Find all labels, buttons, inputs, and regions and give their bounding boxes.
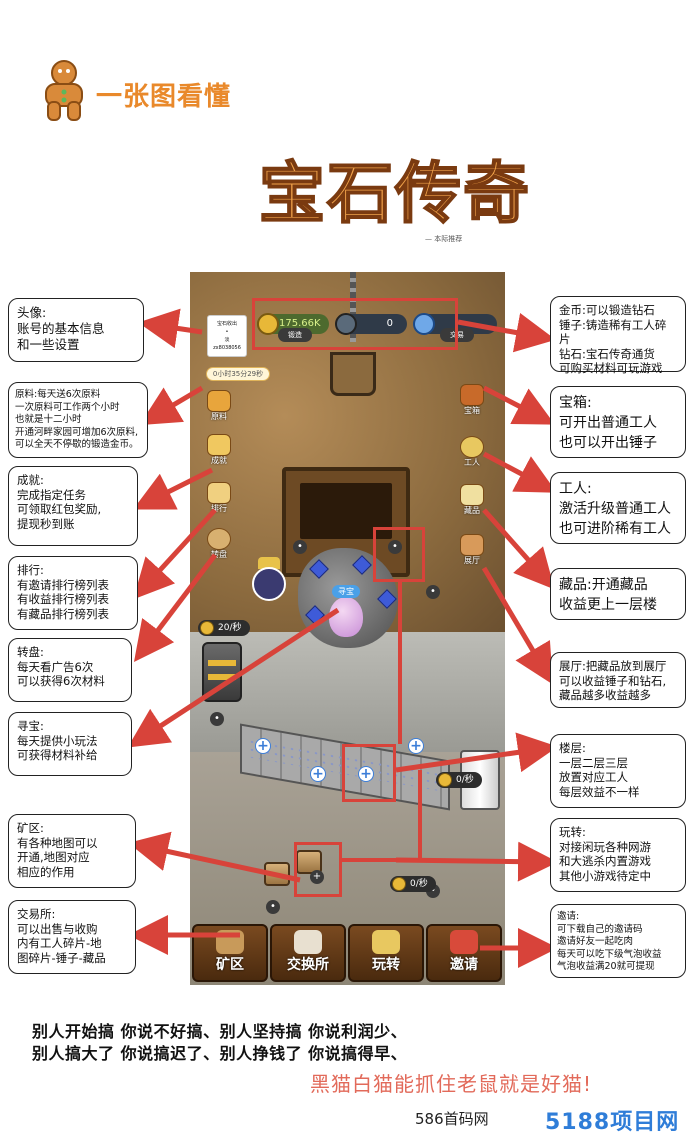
footer-line-1: 别人开始搞 你说不好搞、别人坚持搞 你说利润少、 <box>32 1022 408 1041</box>
note-treasure: 寻宝: 每天提供小玩法 可获得材料补给 <box>8 712 132 776</box>
note-achievement: 成就: 完成指定任务 可领取红包奖励, 提现秒到账 <box>8 466 138 546</box>
hammer-counter[interactable]: 0 <box>335 313 407 335</box>
coin-icon <box>438 773 452 787</box>
ranking-button[interactable]: 排行 <box>204 482 234 518</box>
add-slot-icon[interactable]: + <box>310 870 324 884</box>
hall-icon <box>460 534 484 556</box>
invite-icon <box>450 930 478 954</box>
note-floor: 楼层: 一层二层三层 放置对应工人 每层效益不一样 <box>550 734 686 808</box>
gold-value: 175.66K <box>279 318 321 329</box>
add-worker-plus-icon[interactable]: + <box>358 766 374 782</box>
slot-icon[interactable]: • <box>293 540 307 554</box>
nav-exchange-button[interactable]: 交换所 <box>270 924 346 982</box>
slogan: 黑猫白猫能抓住老鼠就是好猫! <box>310 1072 593 1096</box>
add-worker-plus-icon[interactable]: + <box>310 766 326 782</box>
income-rate-mid: 0/秒 <box>436 772 482 788</box>
worker-button[interactable]: 工人 <box>457 436 487 472</box>
note-play: 玩转: 对接闲玩各种网游 和大逃杀内置游戏 其他小游戏待定中 <box>550 818 686 892</box>
worker-hat <box>258 557 280 569</box>
nav-invite-button[interactable]: 邀请 <box>426 924 502 982</box>
note-avatar: 头像: 账号的基本信息 和一些设置 <box>8 298 144 362</box>
watermark-586: 586首码网 <box>415 1110 489 1128</box>
coin-icon <box>200 621 214 635</box>
avatar[interactable]: 宝石收出 • 淡 zx8038056 <box>207 315 247 357</box>
note-material: 原料:每天送6次原料 一次原料可工作两个小时 也就是十二小时 开通河畔家园可增加… <box>8 382 148 458</box>
note-hall: 展厅:把藏品放到展厅 可以收益锤子和钻石, 藏品越多收益越多 <box>550 652 686 708</box>
material-timer: 0小时35分29秒 <box>206 367 270 381</box>
game-screenshot: 寻宝 宝石收出 • 淡 zx8038056 175.66K 0 锻造 交易 0小… <box>190 272 505 985</box>
wallet-icon <box>372 930 400 954</box>
watermark-5188: 5188项目网 <box>545 1110 680 1133</box>
exchange-house-icon <box>294 930 322 954</box>
avatar-line: 淡 <box>224 337 230 343</box>
note-chest: 宝箱: 可开出普通工人 也可以开出锤子 <box>550 386 686 458</box>
wheel-icon <box>207 528 231 550</box>
treasure-tag[interactable]: 寻宝 <box>332 585 360 598</box>
ranking-icon <box>207 482 231 504</box>
slot-icon[interactable]: • <box>210 712 224 726</box>
title-subtext: — 本际推荐 <box>425 235 463 243</box>
nav-play-button[interactable]: 玩转 <box>348 924 424 982</box>
treasure-balloon[interactable] <box>329 597 363 637</box>
slot-icon[interactable]: • <box>266 900 280 914</box>
bottom-nav: 矿区 交换所 玩转 邀请 <box>190 920 505 985</box>
note-worker: 工人: 激活升级普通工人 也可进阶稀有工人 <box>550 472 686 544</box>
hall-button[interactable]: 展厅 <box>457 534 487 570</box>
nav-mine-button[interactable]: 矿区 <box>192 924 268 982</box>
avatar-id: zx8038056 <box>213 345 241 351</box>
diamond-icon <box>413 313 435 335</box>
chest-icon <box>460 384 484 406</box>
highlight-slot <box>373 527 425 582</box>
achievement-icon <box>207 434 231 456</box>
hammer-icon <box>335 313 357 335</box>
highlight-slot-low <box>294 842 342 897</box>
note-wheel: 转盘: 每天看广告6次 可以获得6次材料 <box>8 638 132 702</box>
income-rate-low: 0/秒 <box>390 876 436 892</box>
worker-icon <box>460 436 484 458</box>
note-ranking: 排行: 有邀请排行榜列表 有收益排行榜列表 有藏品排行榜列表 <box>8 556 138 630</box>
highlight-resources <box>252 298 458 350</box>
hammer-value: 0 <box>386 318 393 329</box>
collection-icon <box>460 484 484 506</box>
highlight-floor-plus <box>342 744 396 802</box>
forge-label[interactable]: 锻造 <box>278 328 312 342</box>
chain <box>350 272 356 342</box>
collection-button[interactable]: 藏品 <box>457 484 487 520</box>
slot-icon[interactable]: • <box>388 540 402 554</box>
material-button[interactable]: 原料 <box>204 390 234 426</box>
chest-button[interactable]: 宝箱 <box>457 384 487 420</box>
gold-counter[interactable]: 175.66K <box>257 313 329 335</box>
wheel-button[interactable]: 转盘 <box>204 528 234 564</box>
footer-line-2: 别人搞大了 你说搞迟了、别人挣钱了 你说搞得早、 <box>32 1044 408 1063</box>
note-exchange: 交易所: 可以出售与收购 内有工人碎片-地 图碎片-锤子-藏品 <box>8 900 136 974</box>
avatar-line: 宝石收出 <box>216 321 237 327</box>
mine-shaft <box>282 467 410 577</box>
add-worker-plus-icon[interactable]: + <box>255 738 271 754</box>
logo-text: 一张图看懂 <box>96 82 232 112</box>
ore-bucket <box>330 352 376 396</box>
logo: 一张图看懂 <box>30 60 270 130</box>
note-currency: 金币:可以锻造钻石 锤子:铸造稀有工人碎片 钻石:宝石传奇通货 可购买材料可玩游… <box>550 296 686 375</box>
page-title: 宝石传奇 <box>258 154 531 233</box>
note-invite: 邀请: 可下载自己的邀请码 邀请好友一起吃肉 每天可以吃下级气泡收益 气泡收益满… <box>550 904 686 978</box>
pickaxe-icon <box>216 930 244 954</box>
gold-coin-icon <box>257 313 279 335</box>
income-rate-top: 20/秒 <box>198 620 250 636</box>
coin-icon <box>392 877 406 891</box>
avatar-line: • <box>225 329 229 335</box>
achievement-button[interactable]: 成就 <box>204 434 234 470</box>
add-worker-plus-icon[interactable]: + <box>408 738 424 754</box>
note-collection: 藏品:开通藏品 收益更上一层楼 <box>550 568 686 620</box>
barrel <box>264 862 290 886</box>
gingerbread-icon <box>45 60 83 121</box>
slot-icon[interactable]: • <box>426 585 440 599</box>
material-icon <box>207 390 231 412</box>
worker-character[interactable] <box>252 567 286 601</box>
processing-machine[interactable] <box>202 642 242 702</box>
note-mine: 矿区: 有各种地图可以 开通,地图对应 相应的作用 <box>8 814 136 888</box>
